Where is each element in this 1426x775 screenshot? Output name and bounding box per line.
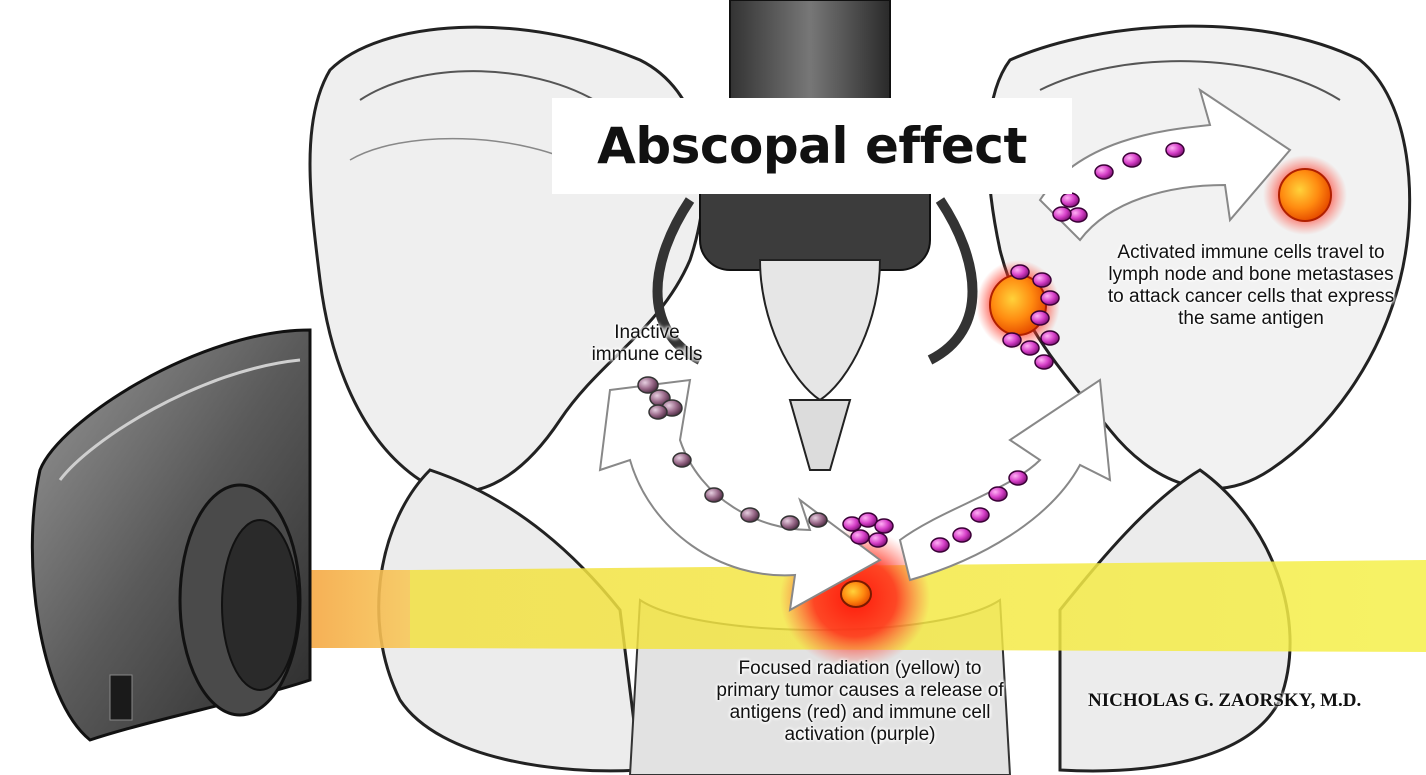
label-line: to attack cancer cells that express (1076, 286, 1426, 308)
label-line: primary tumor causes a release of (690, 680, 1030, 702)
diagram-title: Abscopal effect (597, 117, 1027, 175)
label-line: Inactive (572, 322, 722, 344)
label-line: lymph node and bone metastases (1076, 264, 1426, 286)
linear-accelerator (32, 330, 310, 740)
label-line: activation (purple) (690, 724, 1030, 746)
label-line: immune cells (572, 344, 722, 366)
bone-metastasis (1279, 169, 1331, 221)
label-line: the same antigen (1076, 308, 1426, 330)
label-line: Activated immune cells travel to (1076, 242, 1426, 264)
primary-tumor (841, 581, 871, 607)
label-focused-radiation: Focused radiation (yellow) to primary tu… (690, 658, 1030, 746)
spine (658, 0, 973, 470)
author-credit: NICHOLAS G. ZAORSKY, M.D. (1088, 690, 1361, 712)
label-activated-immune-cells: Activated immune cells travel to lymph n… (1076, 242, 1426, 330)
label-line: antigens (red) and immune cell (690, 702, 1030, 724)
label-inactive-immune-cells: Inactive immune cells (572, 322, 722, 366)
outflow-arrow (900, 380, 1110, 580)
title-box: Abscopal effect (552, 98, 1072, 194)
label-line: Focused radiation (yellow) to (690, 658, 1030, 680)
